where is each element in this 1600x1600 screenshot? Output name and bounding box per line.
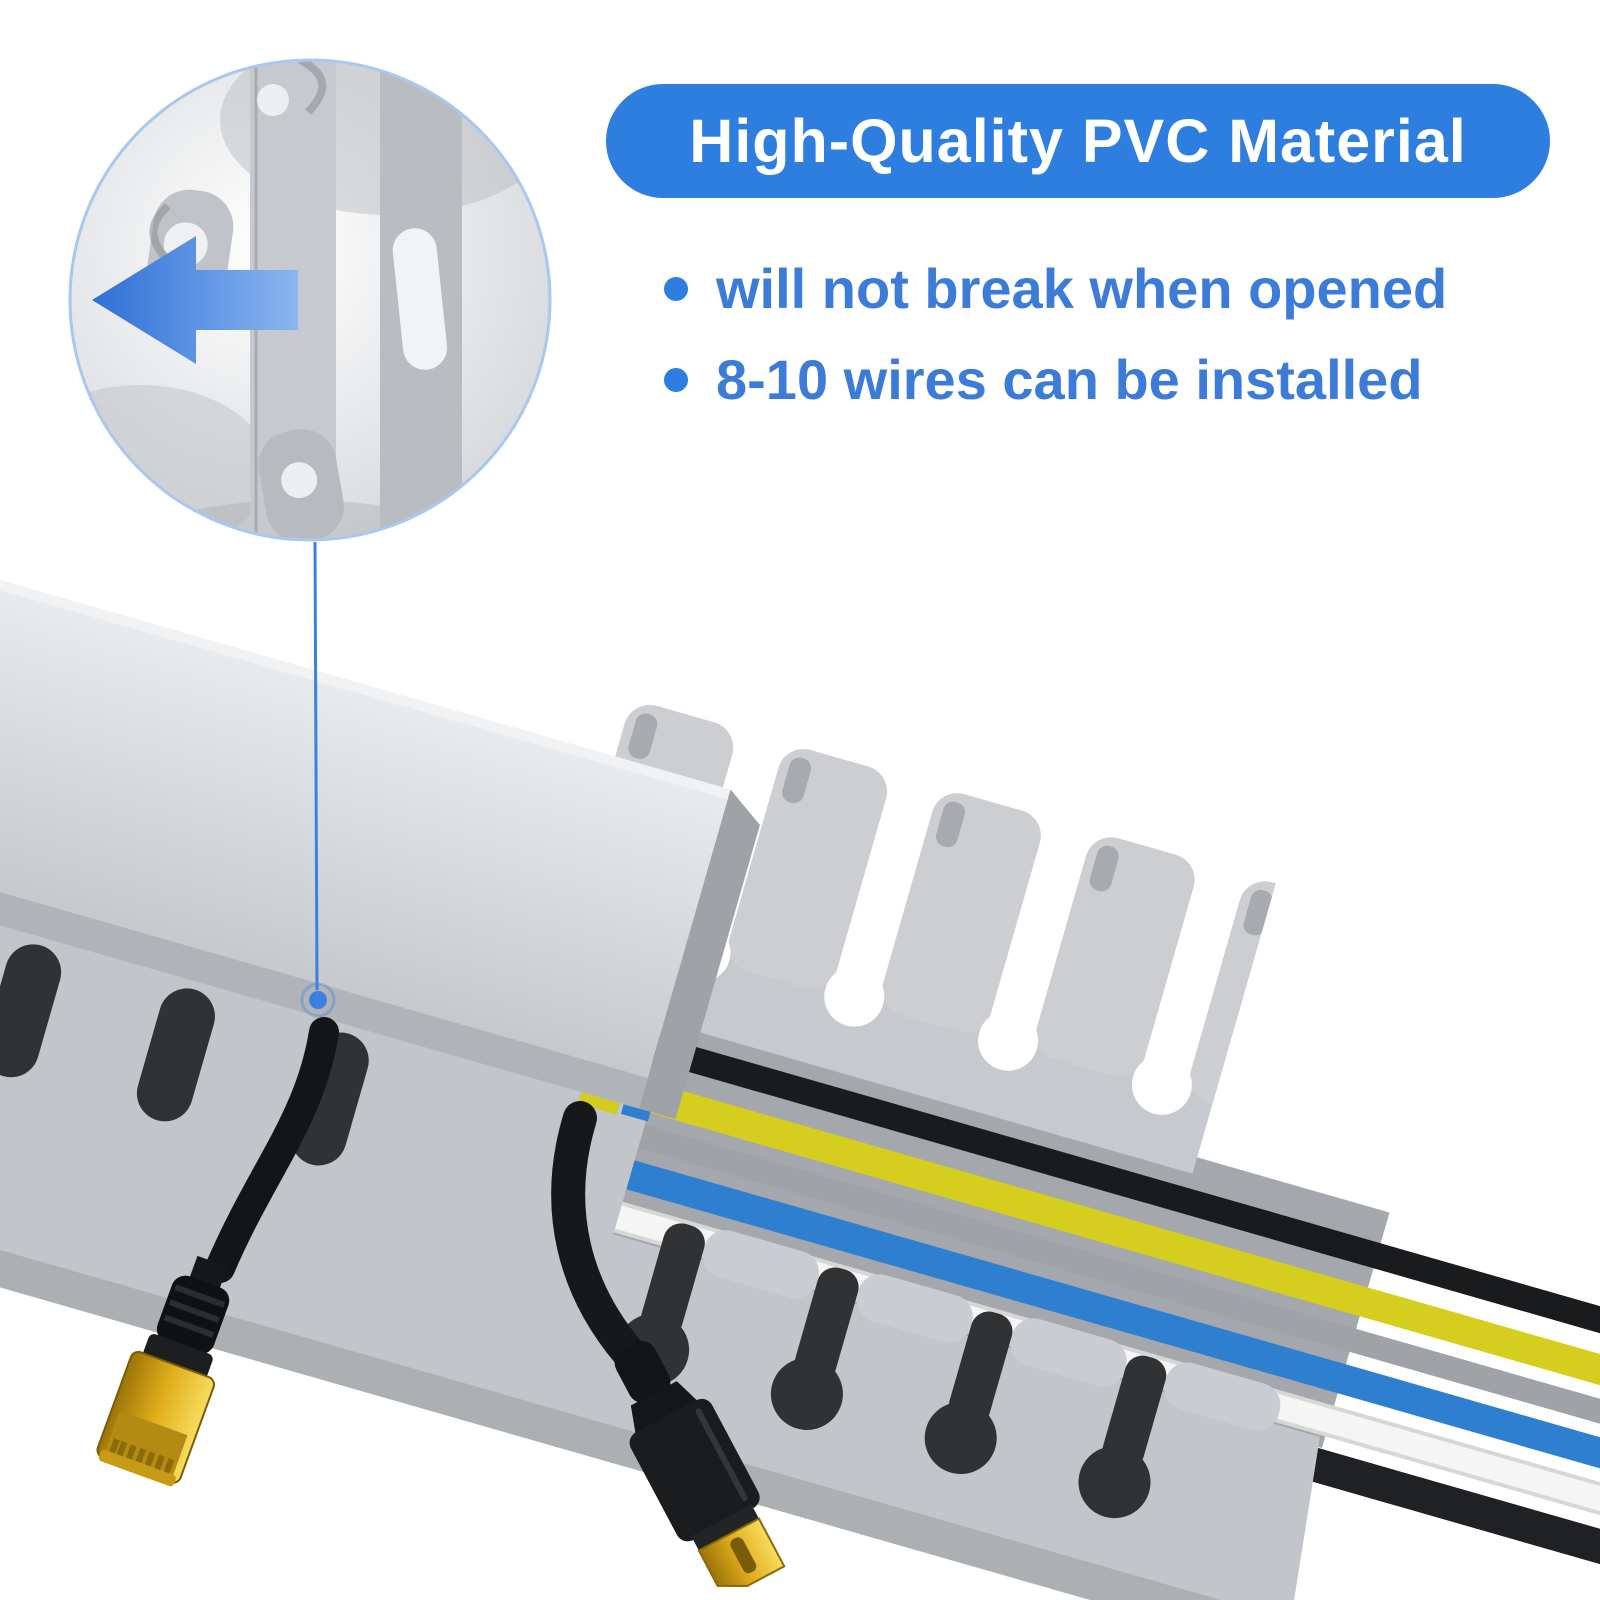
wire-slots	[0, 944, 1167, 1519]
title-banner: High-Quality PVC Material	[606, 84, 1550, 198]
finger-hook-icon	[628, 713, 1273, 936]
callout-line	[313, 541, 319, 991]
ethernet-rj45-connector	[96, 1255, 230, 1487]
callout-dot	[309, 991, 327, 1009]
bullet-dot-icon	[664, 367, 688, 392]
bullet-item: will not break when opened	[664, 256, 1447, 321]
hdmi-connector	[614, 1340, 786, 1588]
blue-cable	[413, 1101, 1600, 1502]
bullet-item: 8-10 wires can be installed	[664, 347, 1447, 412]
zoom-hook-2	[258, 429, 344, 540]
bullet-dot-icon	[664, 276, 688, 301]
bullet-text: will not break when opened	[716, 257, 1448, 320]
title-text: High-Quality PVC Material	[689, 107, 1467, 175]
left-arrow-icon	[92, 236, 298, 364]
zoom-circle-border	[68, 58, 552, 542]
hdmi-cable	[551, 1101, 645, 1369]
cable-raceway	[0, 511, 1600, 1600]
ethernet-cable	[205, 1017, 339, 1283]
cover-end-cap	[639, 789, 760, 1120]
gray-cable	[427, 1066, 1600, 1460]
front-wall-fingers	[702, 1230, 1281, 1431]
duct-cover	[0, 511, 760, 1122]
feature-bullets: will not break when opened 8-10 wires ca…	[664, 256, 1447, 412]
zoom-slot-hole	[392, 228, 448, 370]
bullet-text: 8-10 wires can be installed	[716, 348, 1423, 411]
rj45-pins	[108, 1438, 175, 1476]
zoom-inset	[68, 58, 552, 542]
